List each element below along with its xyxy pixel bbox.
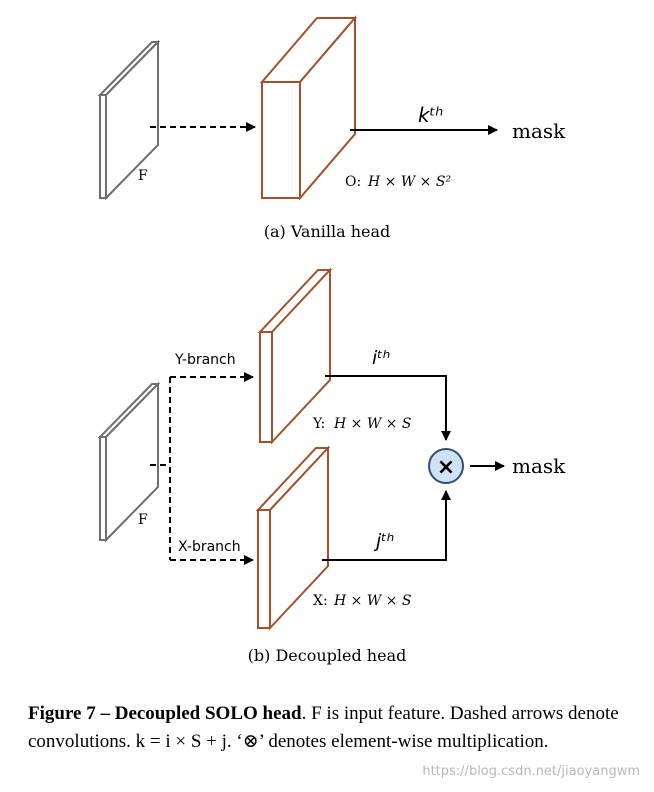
multiply-node: × (428, 448, 464, 484)
x-output-feature (255, 445, 331, 631)
branch-arrows (150, 372, 254, 565)
x-output-dims: H × W × S (333, 593, 411, 609)
y-output-prefix: Y: (312, 416, 325, 432)
panel-b: F Y-branch X-branch Y: H × W × S X: H × … (97, 267, 566, 665)
mask-label-b: mask (512, 454, 566, 478)
j-label: jᵗʰ (373, 530, 394, 552)
caption-a: (a) Vanilla head (264, 222, 391, 241)
figure-caption-body: . F is input feature. Dashed arrows deno… (28, 703, 619, 752)
output-dims-a: H × W × S² (367, 174, 451, 190)
figure-caption-title: Figure 7 – Decoupled SOLO head (28, 703, 302, 724)
k-label: kᵗʰ (418, 103, 443, 127)
figure-caption: Figure 7 – Decoupled SOLO head. F is inp… (28, 700, 633, 756)
multiply-icon: × (437, 455, 455, 480)
panel-a: F O: H × W × S² kᵗʰ mask (a) Vanilla hea… (97, 15, 566, 241)
output-feature-a (259, 15, 358, 201)
merge-paths (322, 375, 451, 561)
y-output-feature (257, 267, 333, 445)
y-branch-label: Y-branch (174, 352, 236, 368)
input-feature-b (97, 381, 161, 543)
y-output-dims: H × W × S (333, 416, 411, 432)
input-label-b: F (138, 512, 148, 528)
i-path (325, 375, 451, 441)
i-label: iᵗʰ (372, 347, 390, 369)
j-path (322, 490, 451, 561)
caption-b: (b) Decoupled head (248, 646, 407, 665)
mask-label-a: mask (512, 119, 566, 143)
watermark: https://blog.csdn.net/jiaoyangwm (422, 764, 640, 779)
x-branch-label: X-branch (178, 539, 241, 555)
x-output-prefix: X: (313, 593, 328, 609)
input-label-a: F (138, 168, 148, 184)
output-prefix-a: O: (345, 174, 361, 190)
input-feature-a (97, 39, 161, 201)
